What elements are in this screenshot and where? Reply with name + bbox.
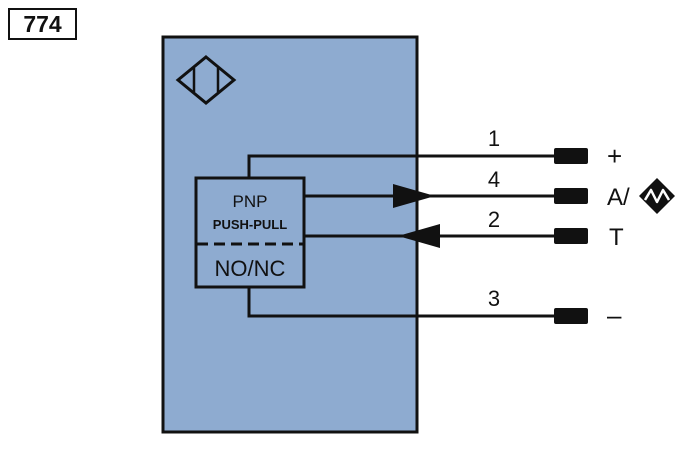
terminal-label-plus: + [607, 141, 622, 171]
terminal-plug-2 [554, 228, 588, 244]
wire-number-3: 3 [488, 286, 500, 311]
wire-number-4: 4 [488, 167, 500, 192]
diamond-sensor-symbol-icon [175, 55, 237, 105]
switching-function-label: NO/NC [215, 256, 286, 281]
wire-4-output-arrow [393, 184, 435, 208]
terminal-label-test: T [609, 224, 624, 251]
push-pull-output-icon [639, 178, 675, 214]
terminal-label-output: A/ [607, 184, 630, 211]
wire-1 [247, 154, 556, 178]
output-block: PNP PUSH-PULL NO/NC [194, 176, 306, 289]
wire-3 [247, 287, 556, 318]
diagram-number-box: 774 [8, 8, 77, 40]
terminal-label-minus: – [607, 300, 622, 330]
terminal-plug-4 [554, 188, 588, 204]
wire-number-2: 2 [488, 207, 500, 232]
terminal-plug-3 [554, 308, 588, 324]
wire-number-1: 1 [488, 126, 500, 151]
wire-2-input-arrow [398, 224, 440, 248]
output-type-label: PNP [233, 192, 268, 211]
terminal-plug-1 [554, 148, 588, 164]
output-mode-label: PUSH-PULL [213, 217, 287, 232]
diagram-number: 774 [23, 11, 62, 37]
